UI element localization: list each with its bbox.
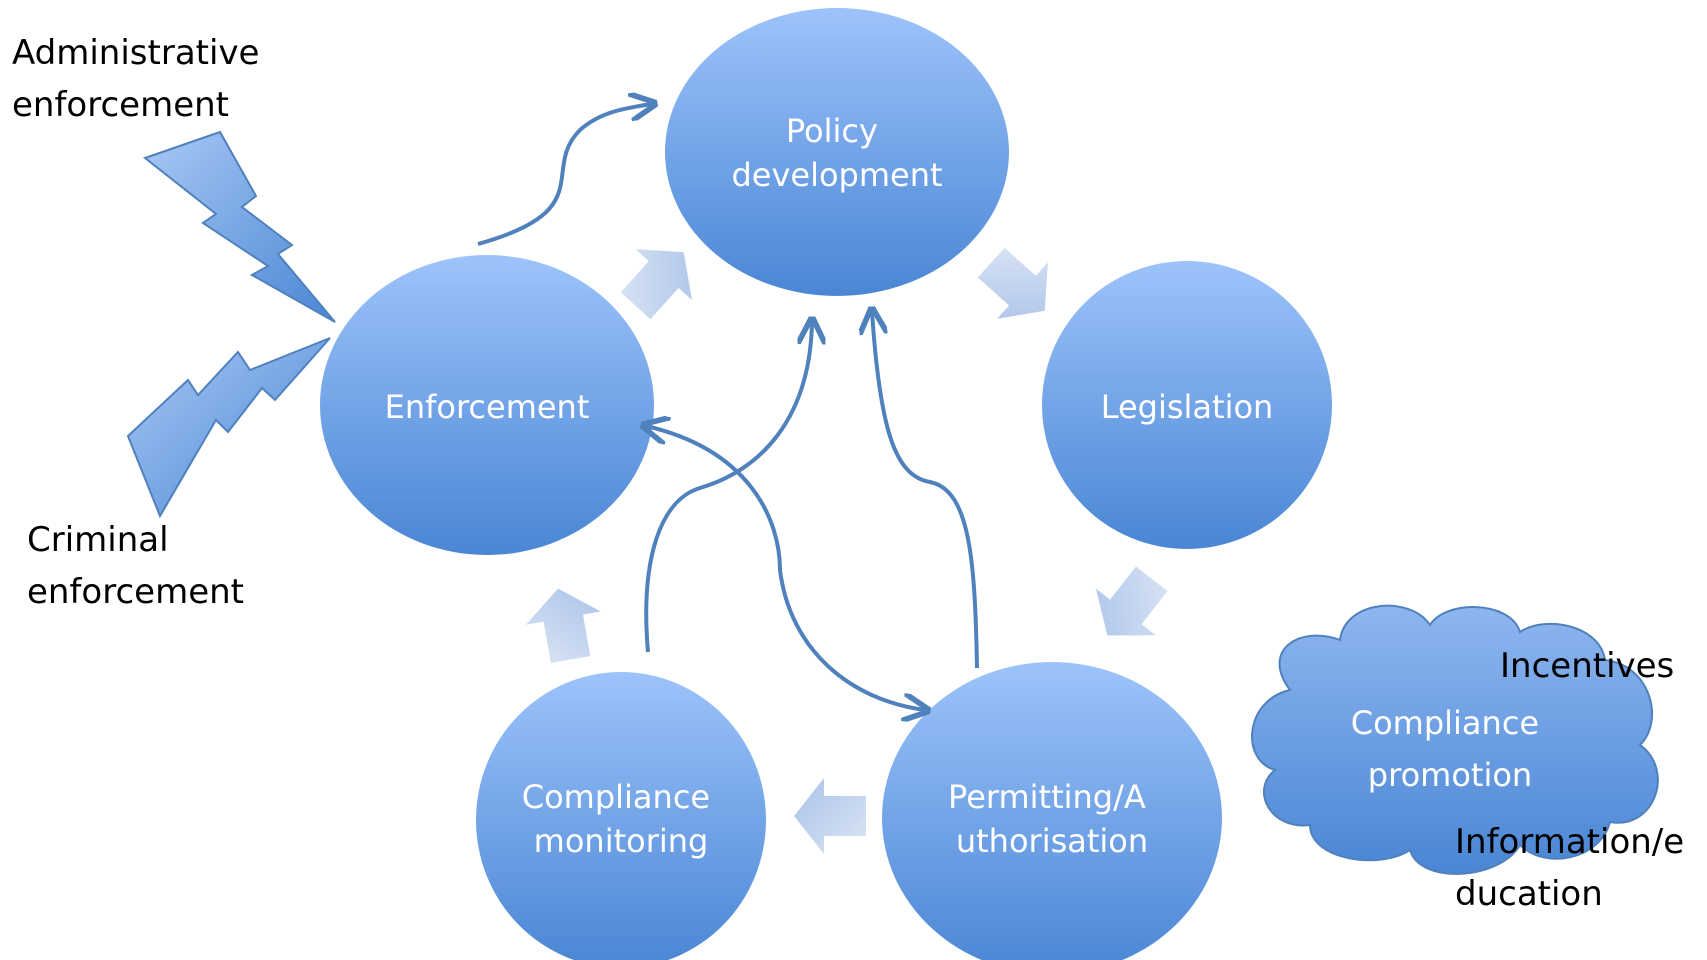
cloud-title-line-2: promotion xyxy=(1368,756,1532,794)
policy-node-line-2: development xyxy=(731,156,942,194)
legislation-node: Legislation xyxy=(1042,261,1332,549)
criminal-enforcement-label: Criminal enforcement xyxy=(27,520,244,612)
svg-text:Enforcement: Enforcement xyxy=(385,388,590,426)
chevron-arrow-monitoring-to-enforcement xyxy=(525,588,601,663)
svg-text:Compliance promotion: Compliance promotion xyxy=(1351,704,1550,794)
chevron-arrow-legislation-to-permitting xyxy=(1095,566,1168,636)
enforcement-node-label: Enforcement xyxy=(385,388,590,426)
connector-permitting-to-policy xyxy=(872,312,979,669)
connector-enforcement-to-policy xyxy=(477,104,652,246)
monitoring-node-line-2: monitoring xyxy=(534,822,709,860)
administrative-enforcement-label: Administrative enforcement xyxy=(12,33,270,125)
chevron-arrow-enforcement-to-policy xyxy=(620,249,692,320)
policy-development-node: Policy development xyxy=(665,8,1009,296)
information-education-label: Information/e ducation xyxy=(1455,822,1695,914)
administrative-lightning-icon xyxy=(142,130,336,323)
legislation-node-label: Legislation xyxy=(1101,388,1274,426)
incentives-label: Incentives xyxy=(1500,646,1674,686)
permitting-node-line-1: Permitting/A xyxy=(948,778,1146,816)
svg-text:Permitting/A uthorisatio: Permitting/A uthorisation xyxy=(948,778,1156,860)
enforcement-node: Enforcement xyxy=(320,255,654,555)
svg-text:Compliance monitoring: Compliance monitoring xyxy=(522,778,721,860)
monitoring-node-line-1: Compliance xyxy=(522,778,710,816)
chevron-arrow-policy-to-legislation xyxy=(977,247,1048,319)
svg-text:Policy development: Policy development xyxy=(731,112,942,194)
svg-text:Legislation: Legislation xyxy=(1101,388,1274,426)
chevron-arrow-permitting-to-monitoring xyxy=(794,778,866,854)
cloud-title-line-1: Compliance xyxy=(1351,704,1539,742)
compliance-monitoring-node: Compliance monitoring xyxy=(476,672,766,960)
criminal-lightning-icon xyxy=(126,337,331,519)
connector-enforcement-to-permitting xyxy=(646,426,925,710)
permitting-node-line-2: uthorisation xyxy=(956,822,1148,860)
compliance-promotion-cloud: Compliance promotion xyxy=(1251,604,1659,875)
policy-node-line-1: Policy xyxy=(786,112,878,150)
permitting-authorisation-node: Permitting/A uthorisation xyxy=(882,662,1222,960)
